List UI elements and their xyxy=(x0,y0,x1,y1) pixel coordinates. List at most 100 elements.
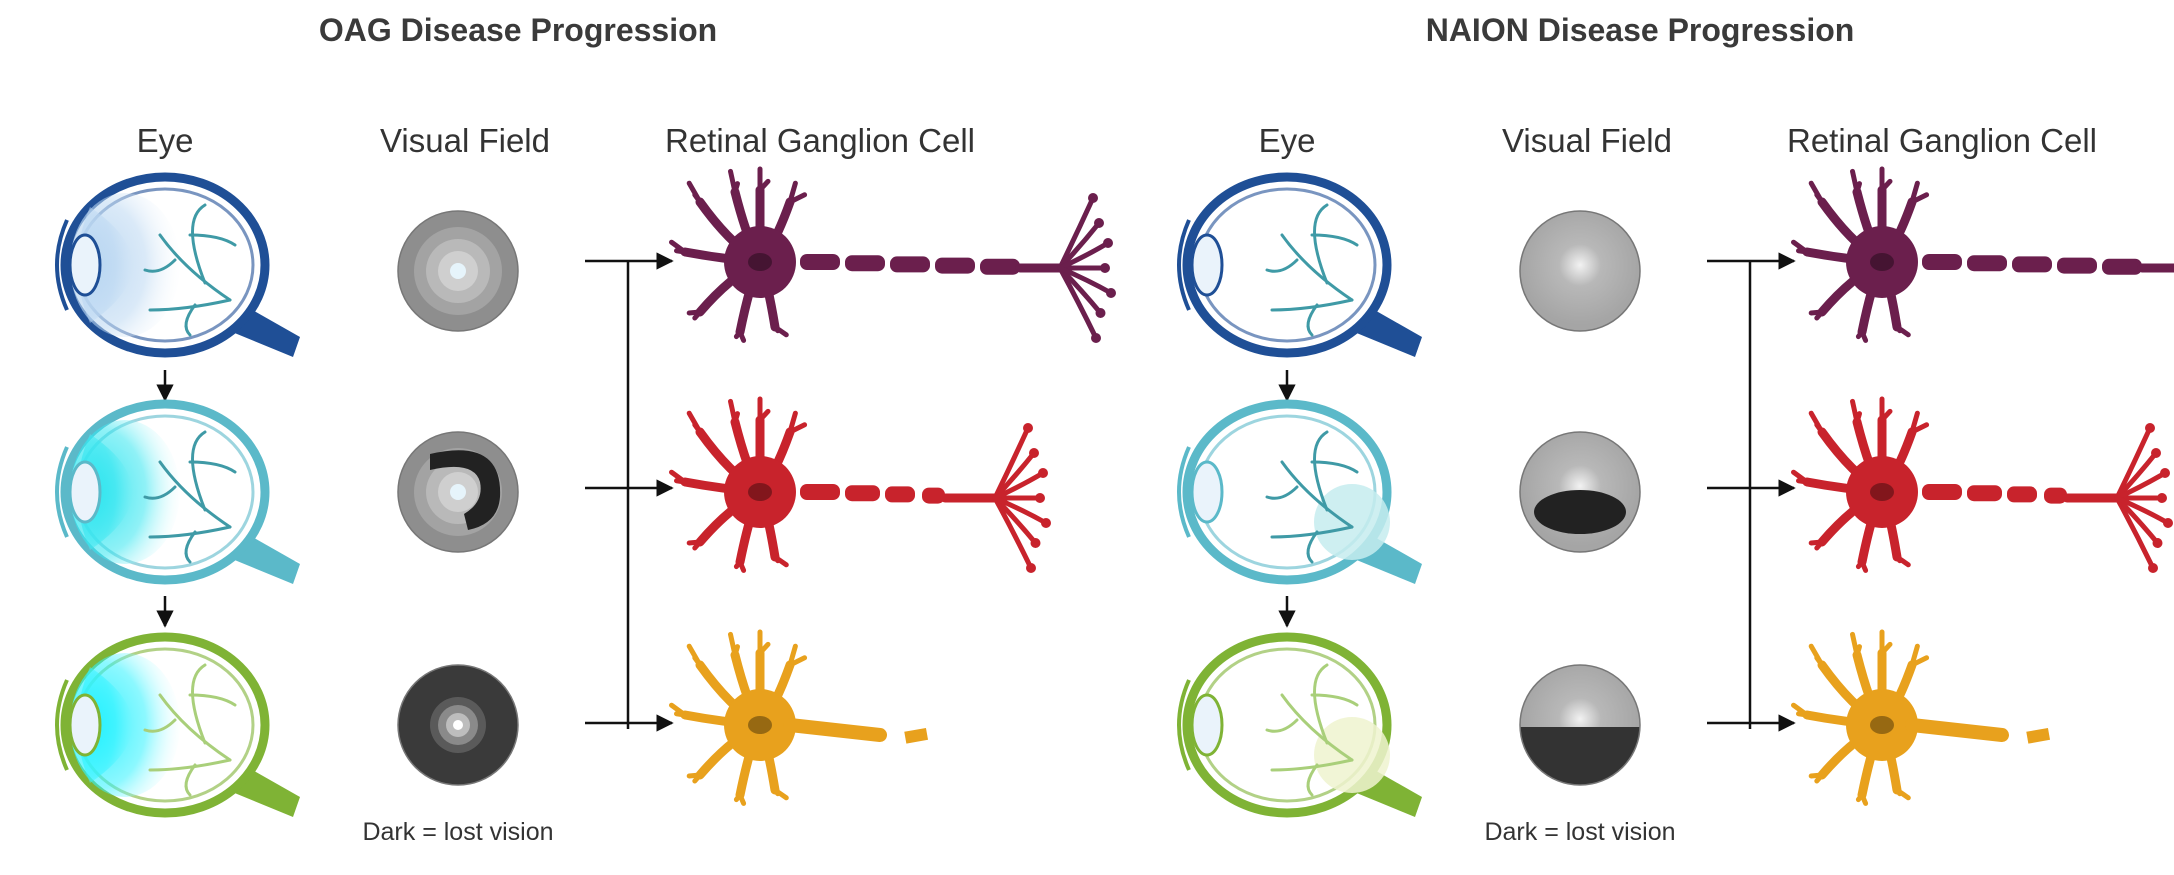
ganglion-cell-icon xyxy=(1791,396,2173,573)
eyeball xyxy=(1182,172,1392,358)
cornea xyxy=(55,446,69,538)
blood-vessel xyxy=(184,530,197,564)
dendrite-branch xyxy=(757,408,771,423)
nucleus xyxy=(1870,716,1894,734)
blood-vessel xyxy=(188,460,237,474)
column-header-rgc: Retinal Ganglion Cell xyxy=(1786,122,2097,159)
blood-vessel xyxy=(1306,303,1319,337)
visual-field-border xyxy=(1519,431,1641,553)
axon-segment xyxy=(800,484,840,500)
dendrite-branch xyxy=(1854,411,1862,425)
axon-segment xyxy=(980,258,1020,275)
column-header-rgc: Retinal Ganglion Cell xyxy=(664,122,975,159)
lens xyxy=(68,460,102,524)
cornea xyxy=(55,219,69,311)
dendrite-branch xyxy=(692,539,703,551)
dendrite-branch xyxy=(1879,641,1893,656)
synaptic-bouton xyxy=(2157,493,2167,503)
nucleus xyxy=(748,253,772,271)
eye-icon xyxy=(55,632,300,818)
synaptic-bouton xyxy=(1035,493,1045,503)
axon-stump xyxy=(1905,718,2009,742)
blood-vessel xyxy=(148,525,232,539)
panel-title: NAION Disease Progression xyxy=(1425,12,1855,48)
dendrite-branch xyxy=(1796,711,1810,718)
dendrite-branch xyxy=(1814,539,1825,551)
synaptic-bouton xyxy=(2152,538,2163,548)
cell-body xyxy=(1846,689,1918,761)
dendrite-branch xyxy=(1859,329,1869,343)
blood-vessel xyxy=(143,718,177,733)
eye-icon xyxy=(55,172,300,358)
axon-segment xyxy=(1922,484,1962,500)
visual-field-border xyxy=(397,431,519,553)
dendrite-branch xyxy=(1894,324,1911,338)
visual-field-ring xyxy=(453,720,463,730)
dendrite-branch xyxy=(732,411,740,425)
dendrite-branch xyxy=(1814,192,1825,205)
dendrite-branch xyxy=(692,772,703,784)
blood-vessel xyxy=(188,693,237,707)
blood-vessel xyxy=(148,298,232,312)
dendrite-branch xyxy=(737,329,747,343)
dendrite-branch xyxy=(1854,644,1862,658)
blood-vessel xyxy=(1313,430,1329,512)
blood-vessel xyxy=(191,430,207,512)
axon-fragment xyxy=(904,727,929,744)
ganglion-cell-icon xyxy=(669,629,929,806)
dendrite-branch xyxy=(737,559,747,573)
cornea xyxy=(1177,219,1191,311)
optic-disc-swelling xyxy=(1314,484,1390,560)
blood-vessel xyxy=(143,485,177,500)
cell-body xyxy=(724,456,796,528)
axon-segment xyxy=(2102,258,2142,275)
synaptic-bouton xyxy=(1091,333,1101,343)
blood-vessel xyxy=(1270,758,1354,772)
axon-segment xyxy=(922,487,945,504)
pressure-glow xyxy=(70,653,180,797)
dendrite-branch xyxy=(692,655,703,668)
lens xyxy=(1190,460,1224,524)
ganglion-cell-icon xyxy=(669,396,1051,573)
dendrite-branch xyxy=(772,787,789,801)
visual-field-ring xyxy=(450,263,466,279)
blood-vessel xyxy=(148,758,232,772)
dendrite-branch xyxy=(1879,178,1893,193)
terminal-branch xyxy=(1057,265,1099,341)
visual-field-icon xyxy=(397,664,519,786)
synaptic-bouton xyxy=(1029,448,1039,458)
naion-diagram xyxy=(1177,166,2174,818)
column-header-visual-field: Visual Field xyxy=(1502,122,1672,159)
dendrite-branch xyxy=(1814,422,1825,435)
dendrite-branch xyxy=(772,554,789,568)
axon-segment xyxy=(1922,254,1962,270)
dendrite-branch xyxy=(1894,787,1911,801)
synaptic-bouton xyxy=(2151,448,2161,458)
dendrite-branch xyxy=(757,641,771,656)
visual-field-border xyxy=(397,664,519,786)
dendrite-branch xyxy=(787,655,808,668)
visual-field-icon xyxy=(1519,664,1641,786)
lens xyxy=(1190,693,1224,757)
nucleus xyxy=(1870,483,1894,501)
cornea xyxy=(55,679,69,771)
dendrite-branch xyxy=(1814,309,1825,321)
axon-segment xyxy=(2012,256,2052,273)
axon-segment xyxy=(935,257,975,274)
axon-segment xyxy=(800,254,840,270)
column-header-eye: Eye xyxy=(1258,122,1316,159)
oag-diagram xyxy=(55,166,1116,818)
connector-arrows xyxy=(156,252,674,732)
dendrite-branch xyxy=(1796,478,1810,485)
blood-vessel xyxy=(1280,233,1354,302)
eye-icon xyxy=(1177,632,1422,818)
eye-icon xyxy=(1177,172,1422,358)
blood-vessel xyxy=(1265,485,1299,500)
dendrite-branch xyxy=(674,711,688,718)
axon-segment xyxy=(2044,487,2067,504)
lens xyxy=(68,693,102,757)
terminal-branch xyxy=(2114,495,2156,571)
blood-vessel xyxy=(1280,460,1354,529)
synaptic-bouton xyxy=(2145,423,2155,433)
visual-field-border xyxy=(1519,210,1641,332)
